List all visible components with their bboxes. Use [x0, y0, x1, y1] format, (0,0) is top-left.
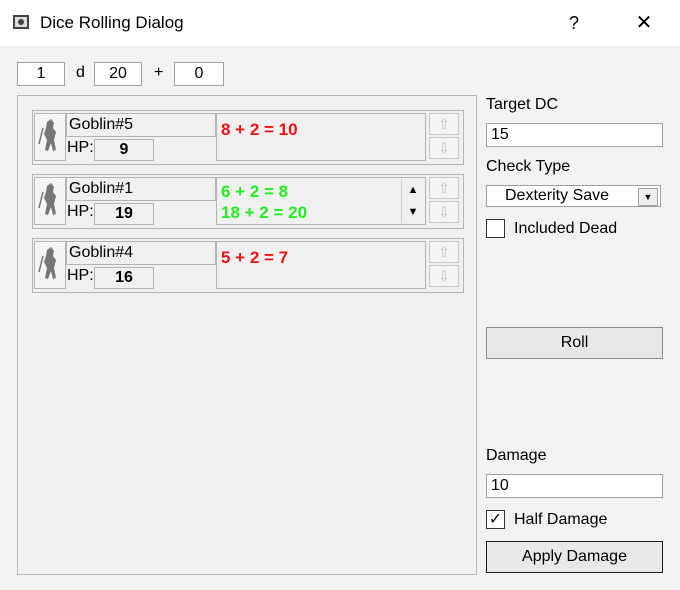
move-down-icon[interactable]: ⇩: [429, 137, 459, 159]
move-up-icon[interactable]: ⇧: [429, 177, 459, 199]
include-dead-label[interactable]: Included Dead: [514, 220, 618, 237]
roll-result-box: 5 + 2 = 7: [216, 241, 426, 289]
combatant-list[interactable]: Goblin#5 HP: 9 8 + 2 = 10 ⇧ ⇩ Goblin#1 H…: [17, 95, 477, 575]
hp-label: HP:: [67, 203, 94, 220]
goblin-portrait-icon: [34, 241, 66, 289]
hp-value: 16: [94, 267, 154, 289]
move-up-icon[interactable]: ⇧: [429, 113, 459, 135]
dice-sides-field[interactable]: 20: [94, 62, 142, 86]
target-dc-label: Target DC: [486, 96, 559, 113]
roll-result-box: 6 + 2 = 8 18 + 2 = 20 ▲ ▼: [216, 177, 426, 225]
roll-result: 5 + 2 = 7: [221, 248, 289, 267]
goblin-portrait-icon: [34, 177, 66, 225]
scroll-down-icon[interactable]: ▼: [407, 206, 419, 218]
hp-value: 9: [94, 139, 154, 161]
roll-result-box: 8 + 2 = 10: [216, 113, 426, 161]
dice-count-field[interactable]: 1: [17, 62, 65, 86]
move-down-icon[interactable]: ⇩: [429, 201, 459, 223]
move-up-icon[interactable]: ⇧: [429, 241, 459, 263]
damage-field[interactable]: 10: [486, 474, 663, 498]
combatant-card[interactable]: Goblin#4 HP: 16 5 + 2 = 7 ⇧ ⇩: [32, 238, 464, 293]
move-down-icon[interactable]: ⇩: [429, 265, 459, 287]
apply-damage-button[interactable]: Apply Damage: [486, 541, 663, 573]
chevron-down-icon[interactable]: ▼: [638, 188, 658, 206]
goblin-portrait-icon: [34, 113, 66, 161]
scroll-up-icon[interactable]: ▲: [407, 184, 419, 196]
target-dc-field[interactable]: 15: [486, 123, 663, 147]
combatant-name: Goblin#1: [66, 177, 216, 201]
dice-plus-label: +: [154, 64, 164, 81]
check-type-value: Dexterity Save: [505, 187, 610, 204]
roll-result: 18 + 2 = 20: [221, 203, 308, 222]
combatant-name: Goblin#4: [66, 241, 216, 265]
app-icon: [12, 13, 30, 31]
half-damage-label[interactable]: Half Damage: [514, 511, 608, 528]
roll-result: 8 + 2 = 10: [221, 120, 298, 139]
hp-label: HP:: [67, 139, 94, 156]
combatant-card[interactable]: Goblin#5 HP: 9 8 + 2 = 10 ⇧ ⇩: [32, 110, 464, 165]
roll-result: 6 + 2 = 8: [221, 182, 289, 201]
check-type-dropdown[interactable]: Dexterity Save ▼: [486, 185, 661, 207]
title-bar: [0, 0, 680, 46]
check-type-label: Check Type: [486, 158, 571, 175]
help-button[interactable]: ?: [568, 13, 579, 33]
damage-label: Damage: [486, 447, 547, 464]
dice-d-label: d: [76, 64, 85, 81]
combatant-name: Goblin#5: [66, 113, 216, 137]
dice-modifier-field[interactable]: 0: [174, 62, 224, 86]
half-damage-checkbox[interactable]: ✓: [486, 510, 505, 529]
roll-button[interactable]: Roll: [486, 327, 663, 359]
hp-label: HP:: [67, 267, 94, 284]
hp-value: 19: [94, 203, 154, 225]
include-dead-checkbox[interactable]: [486, 219, 505, 238]
combatant-card[interactable]: Goblin#1 HP: 19 6 + 2 = 8 18 + 2 = 20 ▲ …: [32, 174, 464, 229]
close-button[interactable]: ✕: [635, 12, 653, 34]
window-title: Dice Rolling Dialog: [40, 13, 184, 32]
roll-scrollbar[interactable]: ▲ ▼: [401, 179, 424, 223]
